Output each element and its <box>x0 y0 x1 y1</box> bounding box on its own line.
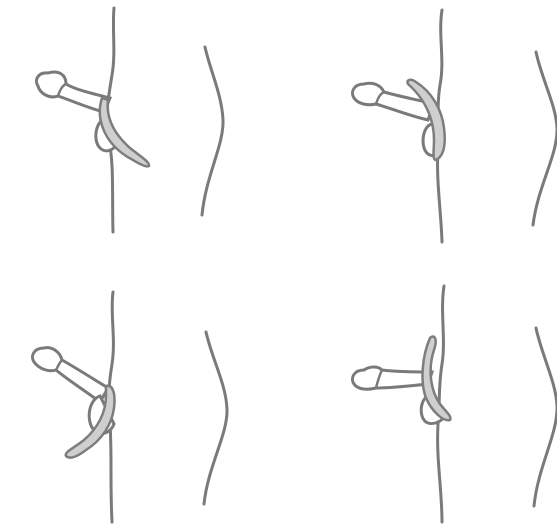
ring-shape <box>100 98 149 166</box>
shaft-shape <box>32 348 108 402</box>
panel-4 <box>352 286 557 522</box>
body-back-contour <box>204 332 227 504</box>
panel-3 <box>32 292 227 522</box>
shaft-shape <box>352 367 432 389</box>
body-back-contour <box>533 52 557 225</box>
body-back-contour <box>202 47 223 215</box>
panel-2 <box>352 10 557 242</box>
panel-1 <box>36 8 223 232</box>
body-back-contour <box>534 328 557 506</box>
